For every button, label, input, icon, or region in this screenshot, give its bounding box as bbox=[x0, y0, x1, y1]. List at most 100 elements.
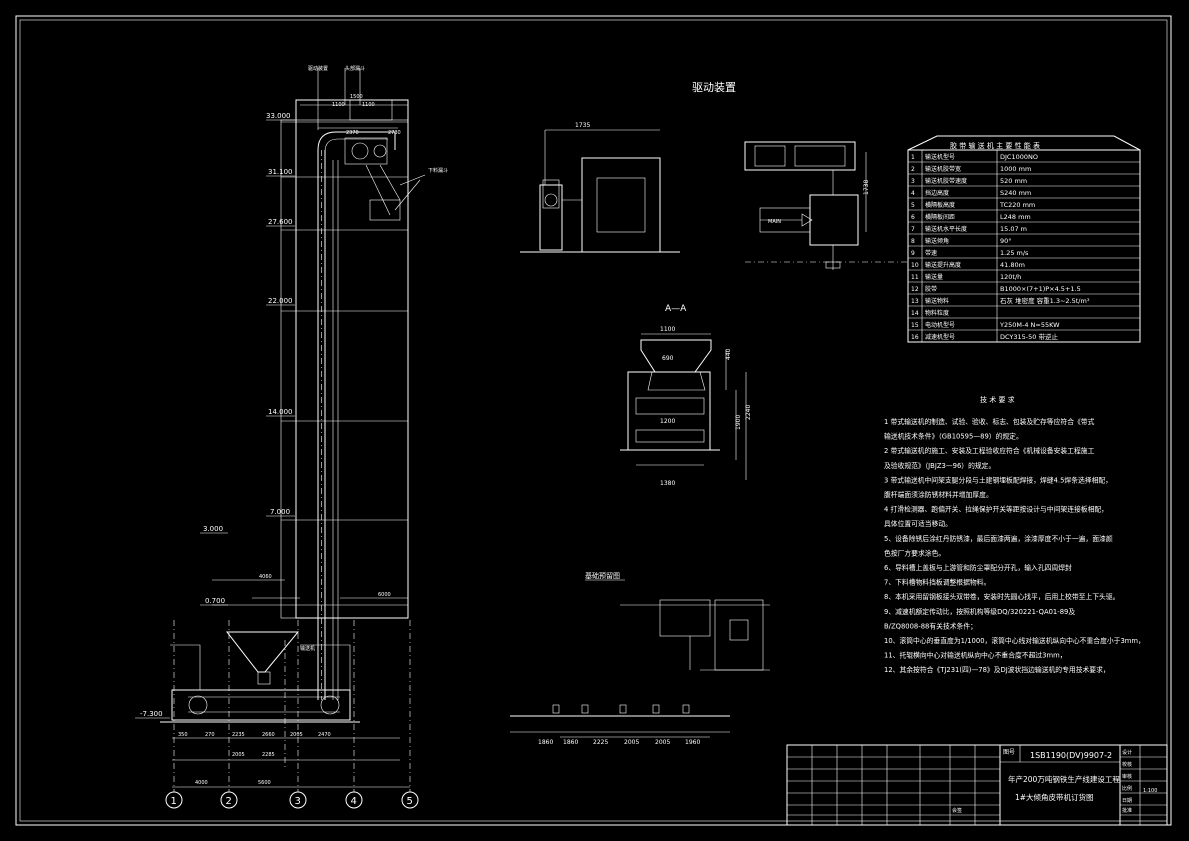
axis-label: 1 bbox=[171, 796, 177, 807]
tech-req-item: 7、下料槽物料挡板调整根据物料。 bbox=[884, 578, 990, 587]
spec-row-no: 3 bbox=[911, 178, 915, 185]
foundation-dim: 2225 bbox=[593, 739, 608, 746]
bottom-dim: 2235 bbox=[232, 732, 245, 738]
tech-req-title: 技 术 要 求 bbox=[980, 395, 1015, 404]
tech-req-item: 11、托辊横向中心对输送机纵向中心不重合度不超过3mm， bbox=[884, 651, 1067, 660]
foundation-view: 基础预留图 1860 1860 2225 2005 2005 1960 bbox=[510, 571, 770, 746]
spec-row-value: 120t/h bbox=[1000, 273, 1021, 281]
title-block-label: 会签 bbox=[952, 807, 962, 814]
spec-row-value: S240 mm bbox=[1000, 189, 1031, 197]
spec-row-name: 物料粒度 bbox=[925, 309, 949, 317]
title-block-label: 校核 bbox=[1122, 761, 1132, 768]
tech-req-item: 5、设备除锈后涂红丹防锈漆，最后面漆两遍，涂漆厚度不小于一遍，面漆颜 bbox=[884, 534, 1113, 543]
section-dim: 440 bbox=[725, 348, 732, 360]
tech-req-item: 具体位置可适当移动。 bbox=[884, 519, 952, 528]
axis-bubble bbox=[165, 791, 183, 809]
tech-req-item: 腹杆端面须涂防锈材料并增加厚度。 bbox=[884, 490, 993, 499]
tech-req-item: 及验收规范》（JBJZ3—96）的规定。 bbox=[884, 461, 995, 470]
axis-markers: 1 2 3 4 5 bbox=[165, 791, 419, 809]
top-dim: 1100 bbox=[332, 102, 345, 108]
spec-row-no: 7 bbox=[911, 226, 915, 233]
elevation-labels: 33.000 31.100 27.600 22.000 14.000 7.000… bbox=[135, 112, 295, 719]
tech-req-item: 1 带式输送机的制造、试验、验收、标志、包装及贮存等应符合《带式 bbox=[884, 417, 1095, 426]
foundation-dim: 1860 bbox=[538, 739, 553, 746]
axis-label: 5 bbox=[407, 796, 413, 807]
spec-row-value: 15.07 m bbox=[1000, 225, 1027, 233]
bottom-dim: 2005 bbox=[290, 732, 303, 738]
axis-label: 4 bbox=[351, 796, 357, 807]
elevation-label: 0.700 bbox=[205, 597, 225, 605]
bottom-dim: 2470 bbox=[318, 732, 331, 738]
drawing-title-line1: 年产200万吨钢铁生产线建设工程 bbox=[1008, 774, 1120, 784]
spec-row-name: 胶带 bbox=[925, 285, 937, 293]
title-block-label: 图号 bbox=[1003, 749, 1015, 756]
elevation-view: 33.000 31.100 27.600 22.000 14.000 7.000… bbox=[135, 65, 448, 809]
top-label: 头部漏斗 bbox=[345, 65, 365, 72]
axis-bubble bbox=[345, 791, 363, 809]
tech-req-item: B/ZQ8008-88有关技术条件； bbox=[884, 621, 977, 630]
spec-row-name: 横隔板高度 bbox=[925, 201, 955, 209]
spec-row-value: TC220 mm bbox=[999, 201, 1035, 209]
tech-req-item: 4 打滑检测器、跑偏开关、拉绳保护开关等距按设计与中间架连接板相配， bbox=[884, 505, 1108, 514]
spec-table-title: 胶 带 输 送 机 主 要 性 能 表 bbox=[950, 141, 1040, 150]
elevation-label: 14.000 bbox=[268, 408, 293, 416]
spec-row-value: B1000×(7+1)P×4.5+1.5 bbox=[1000, 285, 1081, 293]
side-label: 输送机 bbox=[300, 645, 315, 652]
elevation-label: 33.000 bbox=[266, 112, 291, 120]
drive-dim: 1735 bbox=[575, 122, 590, 129]
title-block-label: 比例 bbox=[1122, 785, 1132, 792]
elevation-label: 31.100 bbox=[268, 168, 293, 176]
spec-row-no: 12 bbox=[911, 286, 919, 293]
axis-bubble bbox=[220, 791, 238, 809]
spec-row-name: 输送量 bbox=[925, 273, 943, 281]
spec-row-name: 输送倾角 bbox=[925, 237, 949, 245]
top-label: 驱动装置 bbox=[308, 65, 328, 72]
bottom-dim: 350 bbox=[178, 732, 188, 738]
bottom-dim: 2285 bbox=[262, 752, 275, 758]
spec-row-value: 1000 mm bbox=[1000, 165, 1031, 173]
tech-req-item: 8、本机采用留钢板接头双带卷，安装时先圆心找平，后用上校带至上下头驱。 bbox=[884, 592, 1119, 601]
spec-row-value: 1.25 m/s bbox=[1000, 249, 1029, 257]
foundation-dim: 1960 bbox=[685, 739, 700, 746]
elevation-label: 7.000 bbox=[270, 508, 290, 516]
svg-text:MAIN: MAIN bbox=[768, 219, 781, 225]
top-dim: 1100 bbox=[362, 102, 375, 108]
axis-label: 2 bbox=[226, 796, 232, 807]
spec-row-no: 4 bbox=[911, 190, 915, 197]
tech-req-item: 3 带式输送机中间架支腿分段与土建钢埋板配焊接，焊缝4.5焊条选择相配， bbox=[884, 475, 1112, 484]
title-block-label: 日期 bbox=[1122, 798, 1132, 804]
spec-row-value: 90° bbox=[1000, 237, 1012, 245]
tech-req-item: 12、其余按符合《TJ231(四)—78》及DJ波状挡边输送机的专用技术要求， bbox=[884, 665, 1110, 674]
section-dim: 2240 bbox=[745, 405, 752, 420]
tech-requirements: 技 术 要 求 1 带式输送机的制造、试验、验收、标志、包装及贮存等应符合《带式… bbox=[884, 395, 1145, 674]
bottom-dims: 350 270 2235 2660 2005 2470 2005 2285 40… bbox=[178, 574, 391, 786]
spec-row-no: 16 bbox=[911, 334, 919, 341]
side-label: 下料漏斗 bbox=[428, 167, 448, 174]
drawing-scale: 1:100 bbox=[1143, 788, 1157, 794]
spec-row-name: 输送物料 bbox=[925, 297, 949, 305]
sheet-inner-border bbox=[19, 19, 1168, 822]
section-aa-view: A—A 1100 690 440 1200 1900 2240 1380 bbox=[620, 304, 752, 487]
bottom-dim: 5600 bbox=[258, 780, 271, 786]
spec-row-value: L248 mm bbox=[1000, 213, 1031, 221]
drawing-title-line2: 1#大倾角皮带机订货图 bbox=[1015, 792, 1094, 802]
spec-row-name: 带速 bbox=[925, 249, 937, 257]
spec-row-value: Y250M-4 N=55KW bbox=[999, 321, 1060, 329]
drawing-number: 1SB1190(DV)9907-2 bbox=[1030, 751, 1112, 760]
axis-label: 3 bbox=[295, 796, 301, 807]
spec-row-value: 41.80m bbox=[1000, 261, 1025, 269]
title-block: 图号 1SB1190(DV)9907-2 年产200万吨钢铁生产线建设工程 1#… bbox=[786, 744, 1168, 826]
foundation-dim: 2005 bbox=[655, 739, 670, 746]
sheet-border bbox=[15, 15, 1172, 826]
spec-row-name: 输送机水平长度 bbox=[925, 225, 967, 233]
spec-row-name: 挡边高度 bbox=[925, 189, 949, 197]
top-dim: 2730 bbox=[388, 130, 401, 136]
spec-row-name: 输送机胶带宽 bbox=[925, 165, 961, 173]
spec-row-name: 输送机型号 bbox=[925, 153, 955, 161]
spec-row-no: 11 bbox=[911, 274, 919, 281]
title-block-label: 设计 bbox=[1122, 749, 1132, 756]
elevation-label: -7.300 bbox=[140, 710, 163, 718]
spec-row-no: 2 bbox=[911, 166, 915, 173]
spec-row-no: 10 bbox=[911, 262, 919, 269]
